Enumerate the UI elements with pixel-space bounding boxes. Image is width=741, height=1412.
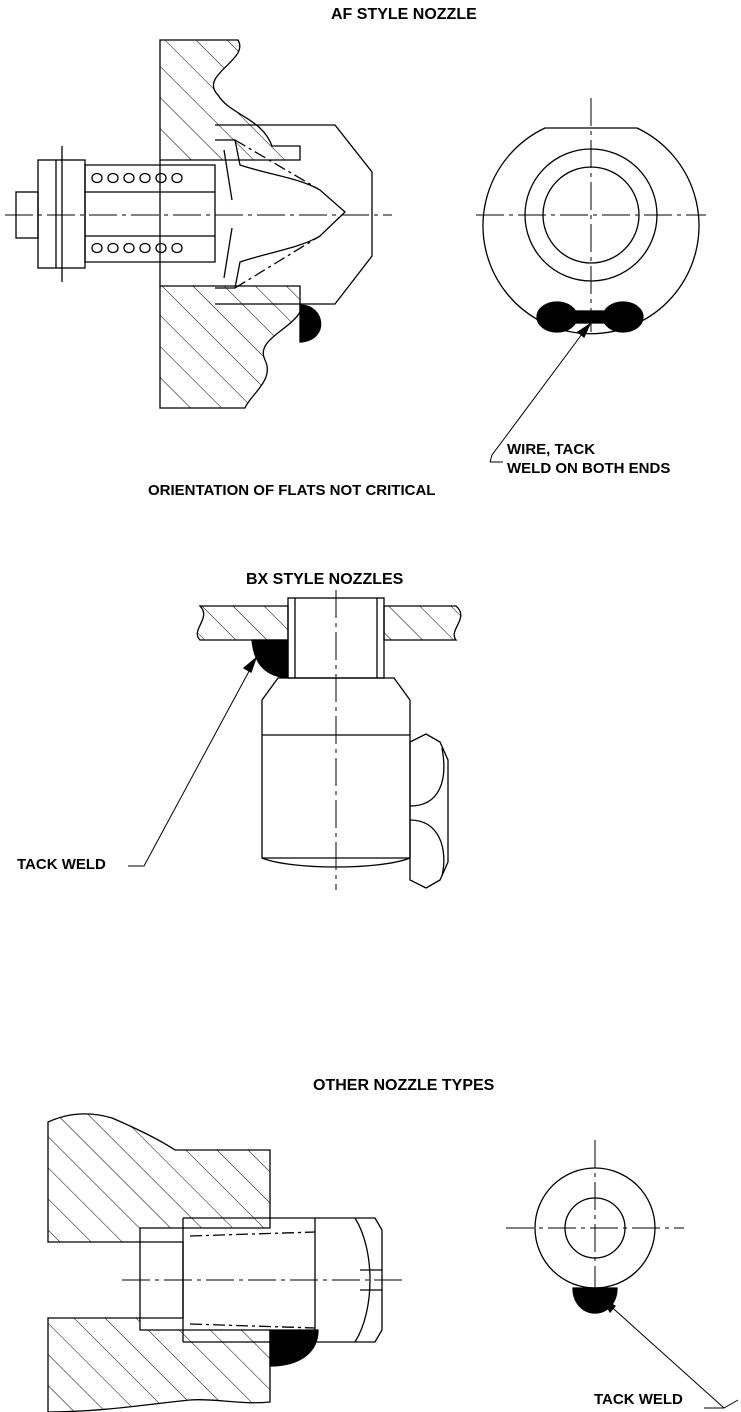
other-upper-wall	[47, 1113, 271, 1243]
af-orientation-note: ORIENTATION OF FLATS NOT CRITICAL	[148, 482, 436, 499]
other-lower-wall	[47, 1317, 271, 1412]
af-wire-weld	[536, 301, 644, 333]
other-end-view	[506, 1140, 739, 1409]
af-spring-upper	[91, 172, 183, 184]
bx-weld-bead	[251, 639, 289, 679]
bx-tack-weld-callout: TACK WELD	[17, 856, 106, 873]
af-lower-wall	[159, 285, 301, 409]
other-weld-bead	[269, 1329, 319, 1367]
bx-style-title: BX STYLE NOZZLES	[246, 571, 404, 588]
af-nozzle-head	[215, 124, 373, 305]
af-style-title: AF STYLE NOZZLE	[331, 6, 477, 23]
other-section-view	[47, 1113, 404, 1412]
bx-plate-right	[383, 605, 462, 641]
af-wire-callout-line2: WELD ON BOTH ENDS	[507, 460, 671, 477]
bx-view	[128, 590, 462, 890]
bx-plate-left	[196, 605, 289, 641]
af-wire-callout-line1: WIRE, TACK	[507, 441, 596, 458]
other-tack-weld-callout: TACK WELD	[594, 1391, 683, 1408]
af-section-view	[5, 39, 392, 409]
af-weld-bead	[299, 304, 322, 343]
af-end-view	[476, 98, 706, 463]
other-nozzle-title: OTHER NOZZLE TYPES	[313, 1077, 495, 1094]
af-spring-lower	[91, 242, 183, 254]
af-upper-wall	[159, 39, 301, 161]
other-end-weld	[572, 1287, 618, 1314]
